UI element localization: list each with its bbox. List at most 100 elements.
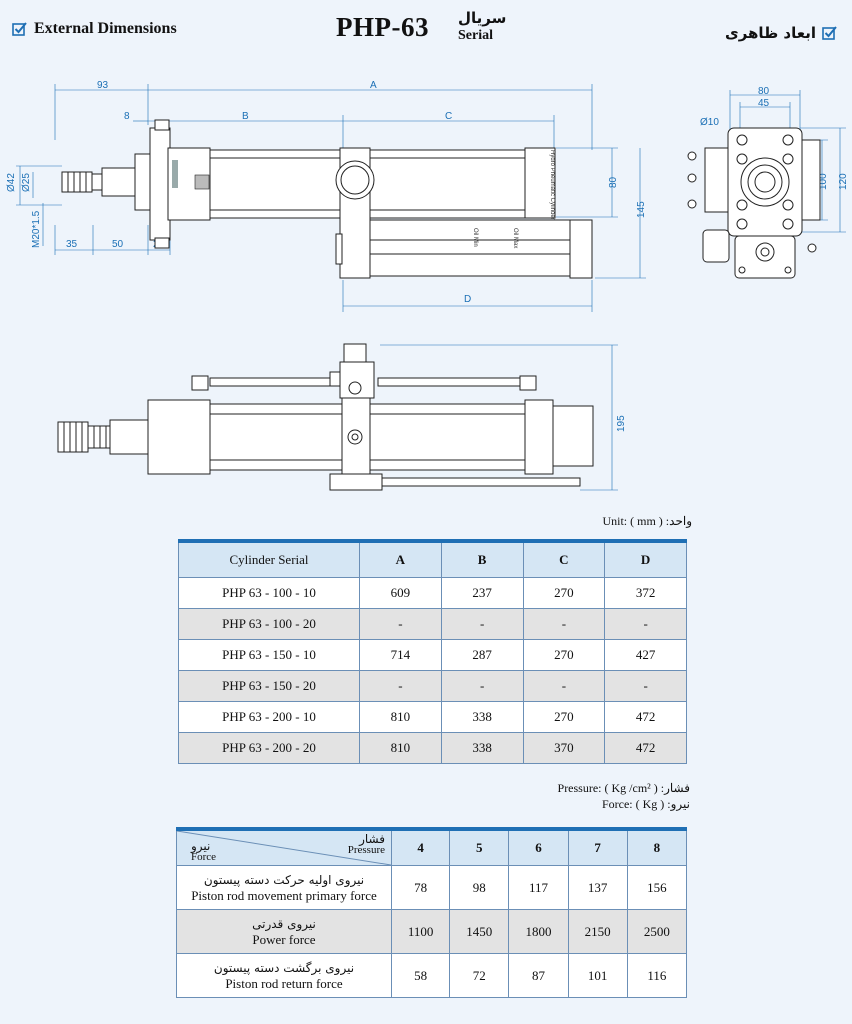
col-pressure-5: 5 [449, 828, 510, 866]
row-label-en: Power force [252, 931, 316, 947]
serial-en: Serial [458, 28, 493, 43]
cell: - [359, 608, 442, 640]
force-table: فشار Pressure نیرو Force 4 5 6 7 8 نیروی… [176, 827, 688, 998]
cell: 58 [390, 953, 451, 998]
col-c: C [522, 540, 606, 578]
cell: - [604, 670, 687, 702]
table-row: نیروی برگشت دسته پیستون Piston rod retur… [176, 953, 688, 998]
dim-93: 93 [97, 80, 109, 91]
unit-label: Unit: ( mm ) :واحد [602, 514, 692, 528]
dim-thread: M20*1.5 [31, 210, 42, 248]
cell: 237 [440, 577, 524, 609]
checkbox-icon [12, 22, 27, 36]
cell: PHP 63 - 150 - 20 [178, 670, 360, 702]
row-label: نیروی قدرتی Power force [176, 909, 392, 954]
corner-force-fa: نیرو [191, 839, 211, 853]
cell: 714 [359, 639, 442, 671]
cell: 287 [440, 639, 524, 671]
table-row: نیروی اولیه حرکت دسته پیستون Piston rod … [176, 865, 688, 910]
corner-force-en: Force [191, 851, 217, 863]
cell: 117 [508, 865, 569, 910]
checkbox-icon [822, 26, 837, 40]
cell: 270 [522, 639, 606, 671]
cell: 101 [567, 953, 628, 998]
col-cylinder-serial: Cylinder Serial [178, 540, 360, 578]
cell: 609 [359, 577, 442, 609]
dim-end-phi10: Ø10 [700, 117, 719, 128]
dim-195: 195 [616, 415, 627, 432]
cell: 2500 [626, 909, 688, 954]
header-left: External Dimensions [12, 20, 177, 38]
cell: 810 [359, 701, 442, 733]
dim-a: A [370, 80, 377, 91]
col-b: B [440, 540, 524, 578]
row-label-en: Piston rod movement primary force [191, 887, 377, 903]
dim-end-80: 80 [758, 86, 770, 97]
serial-label: سریال Serial [458, 10, 506, 44]
cell: PHP 63 - 150 - 10 [178, 639, 360, 671]
row-label-fa: نیروی برگشت دسته پیستون [213, 960, 355, 975]
cell: 1800 [508, 909, 569, 954]
row-label: نیروی اولیه حرکت دسته پیستون Piston rod … [176, 865, 392, 910]
cell: 370 [522, 732, 606, 764]
table-row: PHP 63 - 150 - 20 - - - - [178, 670, 687, 702]
force-header-row: فشار Pressure نیرو Force 4 5 6 7 8 [176, 828, 688, 866]
cell: 427 [604, 639, 687, 671]
cell: PHP 63 - 200 - 10 [178, 701, 360, 733]
diagonal-divider [177, 831, 391, 865]
oil-min-label: Oil Min [472, 228, 478, 247]
dim-phi25: Ø25 [21, 173, 32, 192]
cell: - [522, 608, 606, 640]
cell: - [440, 670, 524, 702]
dimensions-header-row: Cylinder Serial A B C D [178, 540, 687, 578]
cell: 137 [567, 865, 628, 910]
table-row: PHP 63 - 100 - 20 - - - - [178, 608, 687, 640]
pressure-force-units: Pressure: ( Kg /cm² ) :فشار Force: ( Kg … [558, 780, 690, 812]
cell: - [359, 670, 442, 702]
cell: - [440, 608, 524, 640]
dimensions-table: Cylinder Serial A B C D PHP 63 - 100 - 1… [178, 539, 687, 764]
cell: 338 [440, 701, 524, 733]
col-pressure-8: 8 [626, 828, 688, 866]
serial-fa: سریال [458, 9, 507, 27]
cell: 810 [359, 732, 442, 764]
force-unit: Force: ( Kg ) :نیرو [601, 797, 690, 811]
dim-end-120: 120 [838, 173, 849, 190]
corner-cell: فشار Pressure نیرو Force [176, 828, 392, 866]
dim-50: 50 [112, 239, 124, 250]
cell: 270 [522, 577, 606, 609]
cell: 78 [390, 865, 451, 910]
svg-text:Hydro Pneumatic Cylinder: Hydro Pneumatic Cylinder [549, 150, 555, 220]
col-d: D [604, 540, 687, 578]
cell: 87 [508, 953, 569, 998]
cell: PHP 63 - 100 - 10 [178, 577, 360, 609]
model-title: PHP-63 [336, 12, 429, 42]
corner-pressure: فشار Pressure [347, 832, 385, 856]
dim-80: 80 [608, 176, 619, 188]
cell: 1100 [390, 909, 451, 954]
cell: 338 [440, 732, 524, 764]
col-pressure-6: 6 [508, 828, 569, 866]
section-title-en: External Dimensions [34, 20, 177, 37]
technical-drawing: 93 A 8 B C Ø42 Ø25 M20*1.5 35 50 20 80 1… [6, 80, 849, 491]
corner-pressure-fa: فشار [359, 832, 385, 846]
dim-b: B [242, 111, 249, 122]
cell: 472 [604, 732, 687, 764]
cell: 156 [626, 865, 688, 910]
header-right: ابعاد ظاهری [725, 24, 838, 42]
cell: 372 [604, 577, 687, 609]
cell: - [522, 670, 606, 702]
dim-35: 35 [66, 239, 78, 250]
cell: PHP 63 - 200 - 20 [178, 732, 360, 764]
cell: 2150 [567, 909, 628, 954]
corner-pressure-en: Pressure [347, 844, 385, 856]
col-pressure-7: 7 [567, 828, 628, 866]
table-row: PHP 63 - 200 - 10 810 338 270 472 [178, 701, 687, 733]
table-row: نیروی قدرتی Power force 1100 1450 1800 2… [176, 909, 688, 954]
dim-c: C [445, 111, 452, 122]
table-row: PHP 63 - 200 - 20 810 338 370 472 [178, 732, 687, 764]
section-title-fa: ابعاد ظاهری [724, 24, 816, 42]
row-label: نیروی برگشت دسته پیستون Piston rod retur… [176, 953, 392, 998]
dim-8: 8 [124, 111, 130, 122]
cell: 72 [449, 953, 510, 998]
